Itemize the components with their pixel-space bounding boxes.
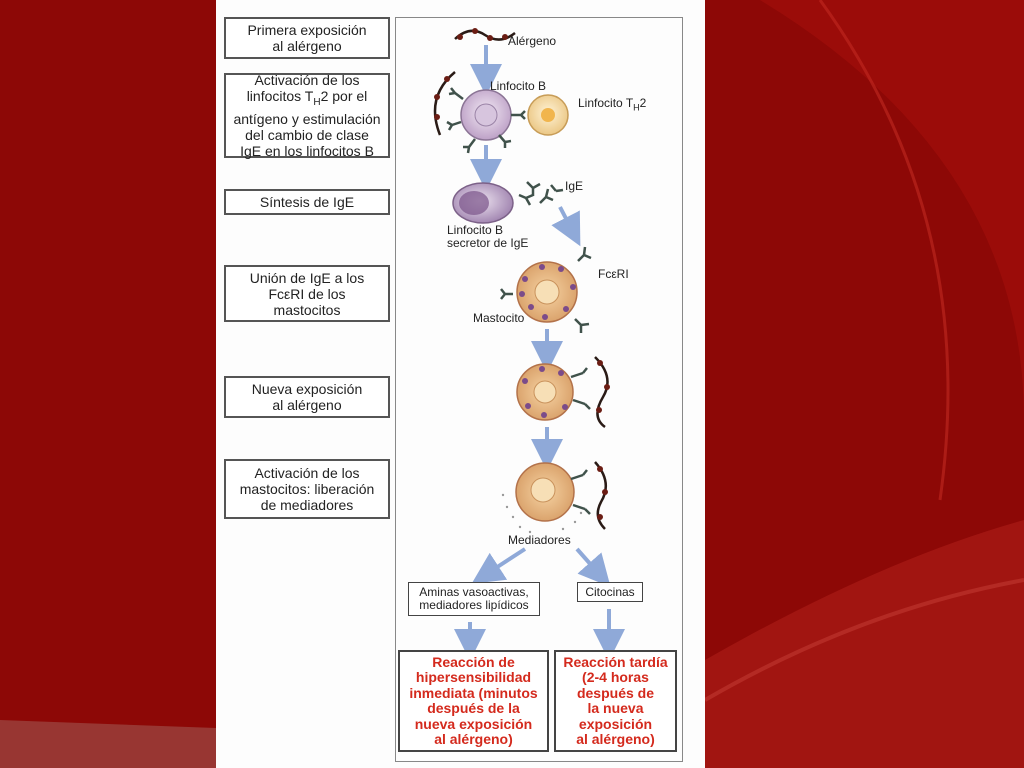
- receptors-b: [446, 87, 526, 154]
- label-linfocito-b: Linfocito B: [490, 79, 547, 93]
- allergen-strand-2: [433, 71, 456, 136]
- diagram-frame: [395, 17, 683, 762]
- arrow-3: [551, 206, 581, 247]
- allergen-strand-3: [594, 356, 609, 429]
- label-mediadores: Mediadores: [508, 533, 571, 547]
- label-alergeno: Alérgeno: [508, 34, 557, 48]
- label-linfocito-th2: Linfocito TH2: [578, 96, 647, 113]
- label-secretor-2: secretor de IgE: [447, 236, 529, 250]
- label-mastocito: Mastocito: [473, 311, 525, 325]
- label-secretor-1: Linfocito B: [447, 223, 504, 237]
- allergen-dots: [457, 28, 508, 41]
- fceri-receptors-1: [500, 246, 592, 333]
- ige-antibodies: [518, 181, 564, 206]
- mediators-dots: [501, 493, 583, 534]
- label-ige: IgE: [565, 179, 584, 193]
- label-fceri: FcεRI: [598, 267, 629, 281]
- arrow-left-split: [471, 547, 527, 584]
- step-activacion-linfocitos: Activación de los linfocitos TH2 por el …: [224, 72, 390, 159]
- arrow-right-split: [575, 547, 611, 587]
- granules-1: [519, 264, 576, 320]
- output-aminas-vasoactivas: Aminas vasoactivas,mediadores lipídicos: [408, 582, 540, 616]
- output-citocinas: Citocinas: [577, 582, 643, 602]
- step-sintesis-ige: Síntesis de IgE: [224, 189, 390, 215]
- immune-response-illustration: [433, 28, 625, 661]
